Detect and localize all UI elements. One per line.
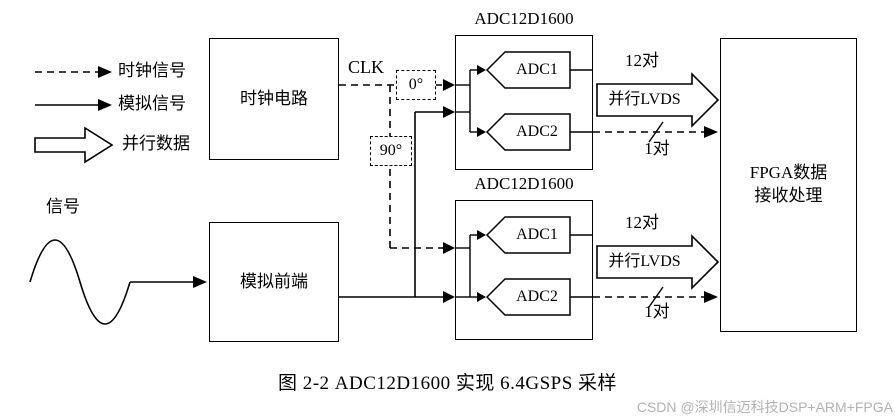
adc1-bottom-label: ADC1: [516, 226, 558, 243]
legend-parallel-arrow-icon: [34, 126, 114, 164]
fpga-label-line1: FPGA数据: [749, 163, 828, 183]
dashed-pair-arrow-top: [593, 121, 718, 143]
sine-wave-icon: [29, 239, 131, 325]
figure-caption: 图 2-2 ADC12D1600 实现 6.4GSPS 采样: [277, 373, 618, 394]
fpga-label-line2: 接收处理: [754, 186, 823, 205]
lvds-hollow-arrow-bottom-icon: [596, 234, 720, 290]
phase-90-label: 90°: [379, 142, 403, 159]
analog-frontend-label: 模拟前端: [240, 271, 308, 291]
lvds-bottom-label: 并行LVDS: [608, 253, 681, 270]
phase-0-label: 0°: [408, 76, 424, 93]
adc2-top-symbol: [485, 113, 571, 151]
clk-label: CLK: [348, 57, 384, 77]
adc2-bottom-symbol: [485, 278, 571, 316]
adc-chip-label-bottom: ADC12D1600: [474, 174, 574, 193]
dashed-pair-arrow-bottom: [593, 286, 718, 308]
adc1-bottom-symbol: [485, 216, 571, 254]
clock-circuit-block: 时钟电路: [209, 38, 339, 160]
adc-block-bottom: [455, 200, 593, 340]
legend-parallel-label: 并行数据: [122, 134, 190, 153]
pairs-1-top-label: 1对: [644, 139, 670, 158]
lvds-top-label: 并行LVDS: [608, 91, 681, 108]
clk-dashed-branch-vertical: [389, 85, 455, 254]
adc-chip-label-top: ADC12D1600: [474, 9, 574, 28]
legend-clock-arrow-icon: [35, 66, 112, 78]
analog-line-bottom: [339, 291, 455, 303]
legend-analog-arrow-icon: [35, 99, 112, 111]
signal-to-frontend-arrow: [130, 276, 207, 288]
pairs-12-bottom-label: 12对: [625, 213, 659, 232]
adc2-bottom-label: ADC2: [516, 288, 558, 305]
pairs-12-top-label: 12对: [625, 51, 659, 70]
adc-block-top: [455, 35, 593, 170]
lvds-hollow-arrow-top-icon: [596, 72, 720, 128]
adc-top-internal-wiring: [455, 65, 593, 137]
input-signal-label: 信号: [46, 197, 80, 216]
watermark-text: CSDN @深圳信迈科技DSP+ARM+FPGA: [636, 399, 893, 415]
fpga-block: FPGA数据 接收处理: [720, 38, 857, 332]
phase-90-box: 90°: [370, 136, 412, 166]
adc1-top-label: ADC1: [516, 61, 558, 78]
adc2-top-label: ADC2: [516, 123, 558, 140]
adc1-top-symbol: [485, 51, 571, 89]
phase-0-box: 0°: [396, 70, 436, 100]
clock-circuit-label: 时钟电路: [240, 88, 308, 108]
pairs-1-bottom-label: 1对: [644, 302, 670, 321]
analog-branch-vertical: [414, 106, 455, 297]
legend-analog-label: 模拟信号: [118, 94, 186, 113]
analog-frontend-block: 模拟前端: [209, 222, 339, 342]
adc-bottom-internal-wiring: [455, 230, 593, 302]
legend-clock-label: 时钟信号: [118, 61, 186, 80]
